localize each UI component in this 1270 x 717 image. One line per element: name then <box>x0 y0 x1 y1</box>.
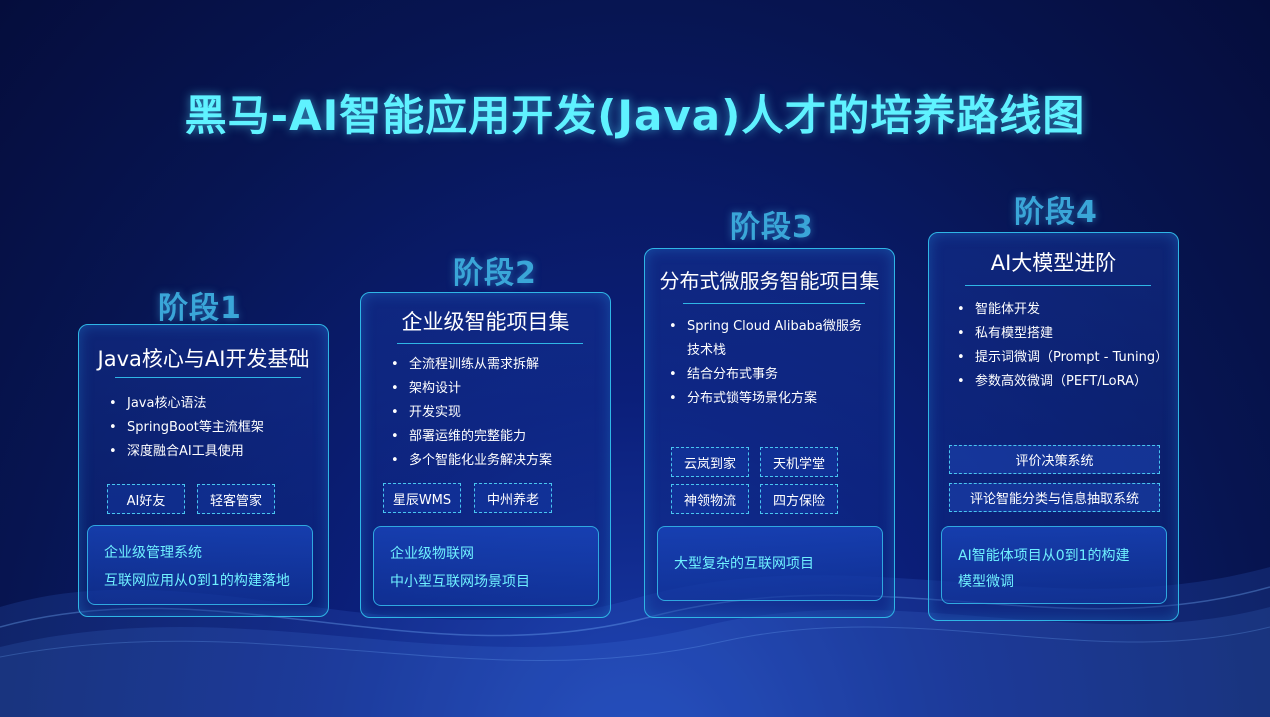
project-tag: AI好友 <box>107 484 185 514</box>
stage-2-bullets: 全流程训练从需求拆解 架构设计 开发实现 部署运维的完整能力 多个智能化业务解决… <box>389 353 552 473</box>
stage-3-summary: 大型复杂的互联网项目 <box>657 526 883 601</box>
list-item: 结合分布式事务 <box>667 363 862 387</box>
stage-2-divider <box>397 343 583 344</box>
stage-4-bullets: 智能体开发 私有模型搭建 提示词微调（Prompt - Tuning） 参数高效… <box>955 298 1168 394</box>
summary-line: 企业级物联网 <box>390 546 474 562</box>
project-tag: 云岚到家 <box>671 447 749 477</box>
summary-line: 模型微调 <box>958 574 1014 590</box>
stage-1-divider <box>115 377 301 378</box>
stage-3-card: 分布式微服务智能项目集 Spring Cloud Alibaba微服务 技术栈 … <box>644 248 895 618</box>
list-item: 智能体开发 <box>955 298 1168 322</box>
stage-4-card: AI大模型进阶 智能体开发 私有模型搭建 提示词微调（Prompt - Tuni… <box>928 232 1179 621</box>
list-item: 架构设计 <box>389 377 552 401</box>
stage-4-label: 阶段4 <box>1014 195 1098 230</box>
project-tag: 轻客管家 <box>197 484 275 514</box>
stage-1-summary: 企业级管理系统 互联网应用从0到1的构建落地 <box>87 525 313 605</box>
stage-1-label: 阶段1 <box>158 291 242 326</box>
project-tag: 神领物流 <box>671 484 749 514</box>
project-tag: 四方保险 <box>760 484 838 514</box>
project-tag: 评论智能分类与信息抽取系统 <box>949 483 1160 512</box>
project-tag: 中州养老 <box>474 483 552 513</box>
list-item: 提示词微调（Prompt - Tuning） <box>955 346 1168 370</box>
list-item: 参数高效微调（PEFT/LoRA） <box>955 370 1168 394</box>
summary-line: 大型复杂的互联网项目 <box>674 556 814 572</box>
list-item: SpringBoot等主流框架 <box>107 416 264 440</box>
stage-1-card: Java核心与AI开发基础 Java核心语法 SpringBoot等主流框架 深… <box>78 324 329 617</box>
summary-line: 中小型互联网场景项目 <box>390 574 530 590</box>
stage-2-summary: 企业级物联网 中小型互联网场景项目 <box>373 526 599 606</box>
list-item: Spring Cloud Alibaba微服务 <box>667 315 862 339</box>
summary-line: 互联网应用从0到1的构建落地 <box>104 573 290 589</box>
list-item: 全流程训练从需求拆解 <box>389 353 552 377</box>
stage-3-card-title: 分布式微服务智能项目集 <box>659 269 880 293</box>
project-tag: 星辰WMS <box>383 483 461 513</box>
stage-3-divider <box>683 303 865 304</box>
list-item: 部署运维的完整能力 <box>389 425 552 449</box>
stage-3-label: 阶段3 <box>730 210 814 245</box>
stage-4-divider <box>965 285 1151 286</box>
stage-4-summary: AI智能体项目从0到1的构建 模型微调 <box>941 526 1167 604</box>
list-item: 多个智能化业务解决方案 <box>389 449 552 473</box>
list-item-continuation: 技术栈 <box>687 343 727 358</box>
project-tag: 评价决策系统 <box>949 445 1160 474</box>
list-item: 深度融合AI工具使用 <box>107 440 264 464</box>
stage-3-bullets: Spring Cloud Alibaba微服务 技术栈 结合分布式事务 分布式锁… <box>667 315 862 411</box>
stage-2-card-title: 企业级智能项目集 <box>401 310 570 334</box>
stage-2-card: 企业级智能项目集 全流程训练从需求拆解 架构设计 开发实现 部署运维的完整能力 … <box>360 292 611 618</box>
stage-2-label: 阶段2 <box>453 256 537 291</box>
summary-line: AI智能体项目从0到1的构建 <box>958 548 1130 564</box>
project-tag: 天机学堂 <box>760 447 838 477</box>
list-item: 开发实现 <box>389 401 552 425</box>
list-item: 私有模型搭建 <box>955 322 1168 346</box>
summary-line: 企业级管理系统 <box>104 545 202 561</box>
page-title: 黑马-AI智能应用开发(Java)人才的培养路线图 <box>184 91 1086 140</box>
stage-1-bullets: Java核心语法 SpringBoot等主流框架 深度融合AI工具使用 <box>107 392 264 464</box>
stage-4-card-title: AI大模型进阶 <box>990 251 1117 275</box>
list-item: Java核心语法 <box>107 392 264 416</box>
list-item: 分布式锁等场景化方案 <box>667 387 862 411</box>
stage-1-card-title: Java核心与AI开发基础 <box>97 347 310 371</box>
